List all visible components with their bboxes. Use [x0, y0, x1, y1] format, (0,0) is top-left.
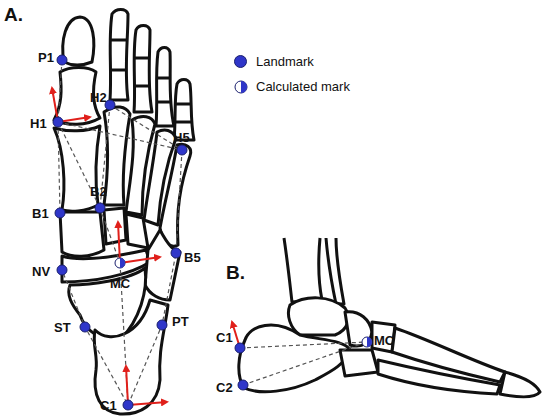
landmark-guide-lines — [58, 60, 182, 405]
landmark-dot — [57, 55, 67, 65]
landmark-dot — [177, 145, 187, 155]
calculated-dot — [115, 258, 125, 268]
landmark-dot — [123, 400, 133, 410]
landmark-dot — [95, 203, 105, 213]
landmark-label: C1 — [216, 330, 233, 345]
talus — [288, 298, 348, 335]
axis-arrow — [120, 257, 160, 263]
landmark-label: P1 — [38, 50, 54, 65]
legend-text: Landmark — [256, 54, 314, 69]
legend-symbol — [234, 80, 248, 94]
landmark-dot — [80, 322, 90, 332]
landmark-dot — [53, 117, 63, 127]
hallux-distal-phalanx — [63, 17, 94, 65]
legend-swatch — [234, 55, 247, 68]
medial-cuneiform — [60, 212, 104, 256]
dashed-line — [58, 60, 182, 405]
landmark-label: B1 — [32, 206, 49, 221]
landmark-label: B5 — [184, 250, 201, 265]
landmark-label: H2 — [90, 90, 107, 105]
landmark-label: ST — [54, 320, 71, 335]
second-toe — [110, 10, 128, 101]
landmark-label: NV — [32, 264, 50, 279]
landmark-dot — [235, 343, 245, 353]
panel-letter: A. — [4, 4, 23, 25]
landmark-label: C1 — [100, 398, 117, 413]
phalanges — [500, 372, 540, 397]
panel-letter: B. — [226, 262, 245, 283]
fourth-toe — [156, 48, 174, 127]
intermediate-cuneiform — [104, 208, 126, 244]
landmark-dot — [57, 265, 67, 275]
landmark-label: B2 — [90, 184, 107, 199]
landmark-dot — [157, 320, 167, 330]
landmark-dot — [238, 380, 248, 390]
tibia — [284, 238, 322, 302]
third-toe — [134, 26, 152, 113]
landmark-label: MC — [110, 276, 130, 291]
cuboid — [145, 230, 180, 300]
fibula — [326, 238, 344, 304]
cuneiform — [372, 322, 395, 352]
landmark-label: PT — [172, 314, 189, 329]
fifth-metatarsal — [160, 144, 191, 246]
axis-arrow — [118, 222, 120, 263]
lateral-foot-bones — [239, 238, 540, 397]
axis-arrow — [126, 366, 128, 405]
landmark-dot — [171, 248, 181, 258]
landmark-dots — [53, 55, 187, 410]
dashed-line — [240, 342, 367, 385]
half-dot-outline — [235, 81, 247, 93]
landmark-label: H5 — [173, 130, 190, 145]
half-dot-fill — [241, 81, 247, 93]
lateral-cuneiform — [126, 214, 148, 248]
navicular — [345, 312, 372, 346]
calculated-dot — [362, 337, 372, 347]
dorsal-foot-bones — [54, 10, 194, 415]
lateral-guide-lines — [240, 342, 367, 385]
calcaneus — [239, 325, 350, 392]
calculated-dot-half — [120, 258, 125, 268]
landmark-label: H1 — [30, 116, 47, 131]
landmark-label: C2 — [216, 380, 233, 395]
lateral-landmark-dots — [235, 337, 372, 390]
axis-arrow — [128, 402, 167, 405]
landmark-dot — [55, 208, 65, 218]
landmark-label: MC — [374, 333, 394, 348]
calculated-dot-half — [367, 337, 372, 347]
metatarsal — [378, 360, 500, 394]
legend-text: Calculated mark — [256, 79, 350, 94]
cuboid — [340, 350, 378, 376]
